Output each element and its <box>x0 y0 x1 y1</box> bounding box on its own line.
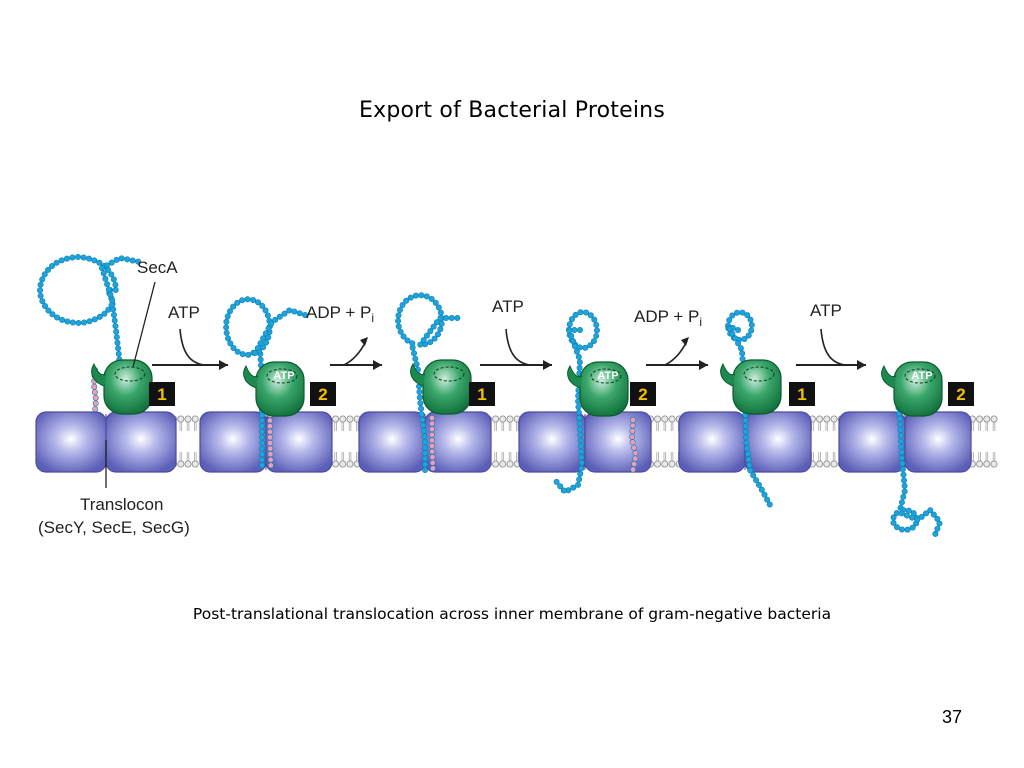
translocon-subunits-label: (SecY, SecE, SecG) <box>38 518 190 537</box>
signal-sequence <box>266 411 274 469</box>
atp-label: ATP <box>492 297 524 316</box>
atp-label: ATP <box>168 303 200 322</box>
step-badge-number: 1 <box>157 385 166 404</box>
step-badge: 1 <box>469 382 495 406</box>
translocon-channel <box>838 411 972 473</box>
adp-pi-label: ADP + Pi <box>634 307 702 329</box>
protein-chain <box>258 411 265 469</box>
step-badge: 1 <box>149 382 175 406</box>
step-badge: 2 <box>630 382 656 406</box>
protein-chain <box>553 309 600 494</box>
slide-caption: Post-translational translocation across … <box>192 605 832 623</box>
seca-motor <box>91 359 153 415</box>
reaction-arrow: ATP <box>796 301 866 370</box>
translocon-label: Translocon <box>80 495 163 514</box>
page-number: 37 <box>941 707 962 727</box>
protein-chain <box>395 292 461 473</box>
step-badge: 1 <box>789 382 815 406</box>
step-badge: 2 <box>948 382 974 406</box>
adp-pi-label: ADP + Pi <box>306 303 374 325</box>
seca-motor <box>720 359 782 415</box>
reaction-arrow: ATP <box>480 297 552 370</box>
step-badge-number: 2 <box>638 385 647 404</box>
seca-motor: ATP <box>567 361 629 417</box>
atp-label: ATP <box>810 301 842 320</box>
signal-sequence <box>428 414 436 472</box>
seca-motor <box>410 359 472 415</box>
seca-pointer <box>132 281 156 368</box>
signal-sequence <box>629 416 639 473</box>
step-badge-number: 2 <box>318 385 327 404</box>
slide-title: Export of Bacterial Proteins <box>359 98 665 123</box>
seca-motor: ATP <box>243 361 305 417</box>
step-badge-number: 1 <box>477 385 486 404</box>
translocon-channel <box>199 411 333 473</box>
protein-chain <box>37 254 142 368</box>
reaction-arrow: ADP + Pi <box>634 307 708 370</box>
atp-bound-label: ATP <box>911 370 932 382</box>
step-badge-number: 1 <box>797 385 806 404</box>
step-badge-number: 2 <box>956 385 965 404</box>
atp-bound-label: ATP <box>597 370 618 382</box>
step-badge: 2 <box>310 382 336 406</box>
translocon-channel <box>358 411 492 473</box>
atp-bound-label: ATP <box>273 370 294 382</box>
translocon-channel <box>678 411 812 473</box>
seca-label: SecA <box>137 258 178 277</box>
reaction-arrow: ATP <box>152 303 228 370</box>
seca-motor: ATP <box>881 361 943 417</box>
reaction-arrow: ADP + Pi <box>306 303 382 370</box>
